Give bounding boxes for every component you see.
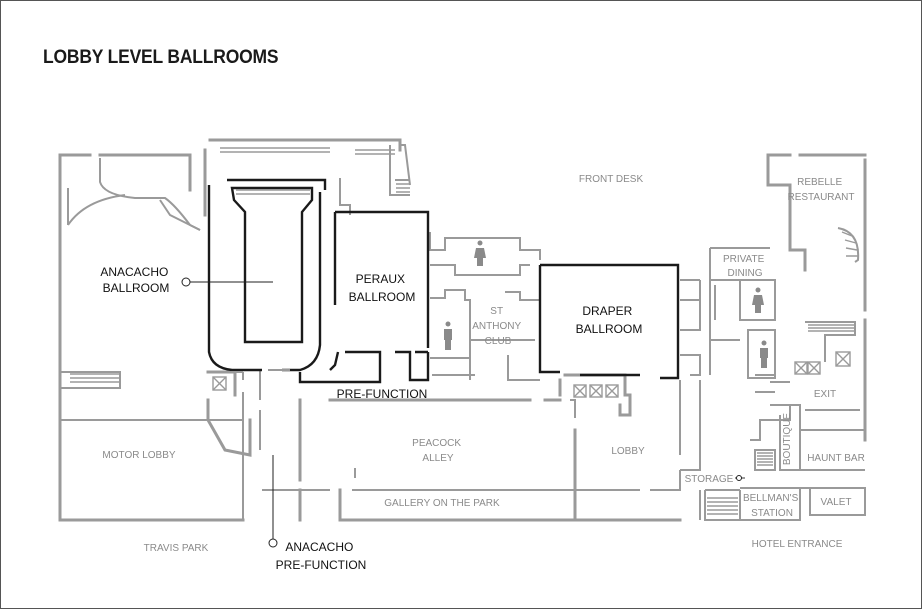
rebelle-restaurant-label: REBELLE RESTAURANT — [787, 177, 854, 203]
st-anthony-club-label: ST ANTHONY CLUB — [472, 306, 524, 347]
storage-label: STORAGE — [685, 474, 734, 485]
bellmans-station-label: BELLMAN'S STATION — [743, 493, 801, 519]
restroom-men-icon — [444, 321, 768, 368]
dashed-dividers — [230, 369, 681, 491]
pre-function-label: PRE-FUNCTION — [337, 387, 428, 401]
front-desk-label: FRONT DESK — [579, 174, 644, 185]
gallery-on-the-park-label: GALLERY ON THE PARK — [384, 498, 500, 509]
leader-lines — [181, 277, 278, 548]
private-dining-label: PRIVATE DINING — [723, 254, 767, 279]
motor-lobby-label: MOTOR LOBBY — [102, 450, 175, 461]
peraux-ballroom-label: PERAUX BALLROOM — [349, 272, 416, 304]
elevator-icon — [212, 351, 851, 398]
anacacho-pre-function-label: ANACACHO PRE-FUNCTION — [276, 540, 367, 572]
page-title: LOBBY LEVEL BALLROOMS — [43, 47, 279, 68]
anacacho-ballroom-label: ANACACHO BALLROOM — [100, 265, 171, 295]
valet-label: VALET — [821, 497, 852, 508]
hotel-entrance-label: HOTEL ENTRANCE — [752, 539, 843, 550]
lobby-label: LOBBY — [611, 446, 645, 457]
travis-park-label: TRAVIS PARK — [144, 543, 209, 554]
east-wing-walls — [339, 153, 867, 522]
haunt-bar-label: HAUNT BAR — [807, 453, 865, 464]
restroom-women-icon — [474, 240, 764, 313]
draper-ballroom-label: DRAPER BALLROOM — [576, 304, 643, 336]
ballroom-outlines — [207, 178, 680, 384]
exit-label: EXIT — [814, 389, 836, 400]
peacock-alley-label: PEACOCK ALLEY — [412, 438, 464, 464]
boutique-label: BOUTIQUE — [782, 413, 793, 466]
